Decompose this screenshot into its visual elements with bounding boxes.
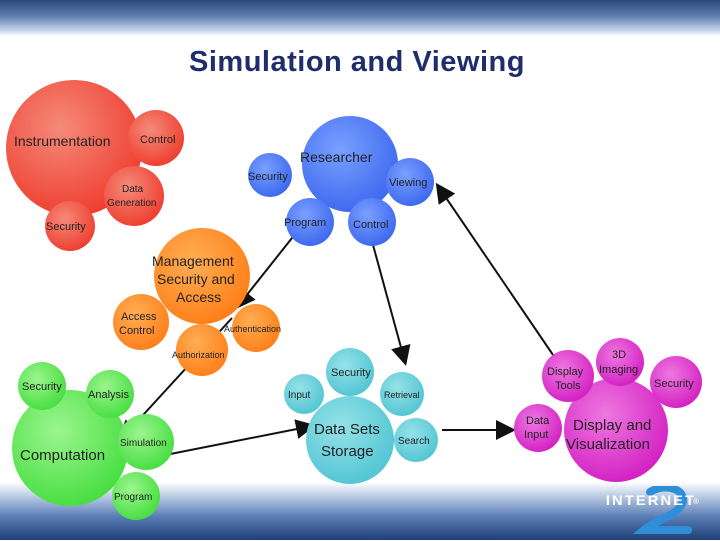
management-label-2: Security and: [157, 271, 235, 287]
instr-data-generation-label-1: Data: [122, 184, 144, 195]
management-circle: [154, 228, 250, 324]
disp-data-input-label-1: Data: [526, 415, 550, 427]
instr-security-circle: [45, 201, 95, 251]
internet2-mark-icon: [632, 483, 692, 534]
mgmt-access-control-label-1: Access: [121, 311, 157, 323]
mgmt-authentication-label: Authentication: [224, 324, 281, 334]
researcher-circle: [302, 116, 398, 212]
disp-security-label: Security: [654, 378, 694, 390]
display-label-1: Display and: [573, 417, 651, 434]
data-sets-label-1: Data Sets: [314, 421, 380, 438]
res-program-circle: [286, 198, 334, 246]
disp-data-input-label-2: Input: [524, 429, 548, 441]
management-label-1: Management: [152, 253, 234, 269]
ds-security-label: Security: [331, 367, 371, 379]
res-security-circle: [248, 153, 292, 197]
disp-3d-label-1: 3D: [612, 349, 626, 361]
data-sets-label-2: Storage: [321, 443, 374, 460]
internet2-logo: [604, 483, 708, 536]
comp-program-circle: [112, 472, 160, 520]
display-circle: [564, 378, 668, 482]
data-sets-circle: [306, 396, 394, 484]
ds-security-circle: [326, 348, 374, 396]
ds-retrieval-circle: [380, 372, 424, 416]
comp-analysis-label: Analysis: [88, 389, 129, 401]
ds-retrieval-label: Retrieval: [384, 390, 420, 400]
res-program-label: Program: [284, 217, 326, 229]
res-control-label: Control: [353, 219, 388, 231]
comp-program-label: Program: [114, 492, 152, 503]
researcher-cluster: Researcher Security Viewing Program Cont…: [248, 116, 434, 246]
res-security-label: Security: [248, 171, 288, 183]
top-header-band: [0, 0, 720, 36]
disp-3d-label-2: Imaging: [599, 364, 638, 376]
disp-tools-circle: [542, 350, 594, 402]
ds-input-circle: [284, 374, 324, 414]
instr-control-circle: [128, 110, 184, 166]
mgmt-authorization-label: Authorization: [172, 350, 225, 360]
ds-input-label: Input: [288, 390, 310, 401]
comp-analysis-circle: [86, 370, 134, 418]
display-cluster: Display and Visualization Display Tools …: [514, 338, 702, 482]
res-viewing-label: Viewing: [389, 177, 427, 189]
computation-circle: [12, 390, 128, 506]
instr-control-label: Control: [140, 134, 175, 146]
display-label-2: Visualization: [566, 436, 650, 453]
disp-security-circle: [650, 356, 702, 408]
instr-security-label: Security: [46, 221, 86, 233]
ds-search-circle: [394, 418, 438, 462]
instr-data-generation-circle: [104, 166, 164, 226]
computation-label: Computation: [20, 447, 105, 464]
disp-data-input-circle: [514, 404, 562, 452]
instrumentation-label: Instrumentation: [14, 133, 111, 149]
comp-simulation-circle: [118, 414, 174, 470]
comp-security-label: Security: [22, 381, 62, 393]
mgmt-access-control-circle: [113, 294, 169, 350]
mgmt-authorization-circle: [176, 324, 228, 376]
res-control-circle: [348, 198, 396, 246]
management-cluster: Management Security and Access Access Co…: [113, 228, 281, 376]
instr-data-generation-label-2: Generation: [107, 198, 156, 209]
res-viewing-circle: [386, 158, 434, 206]
mgmt-authentication-circle: [232, 304, 280, 352]
disp-3d-circle: [596, 338, 644, 386]
internet2-logo-text: INTERNET: [605, 492, 697, 508]
management-label-3: Access: [176, 289, 221, 305]
ds-search-label: Search: [398, 436, 430, 447]
comp-simulation-label: Simulation: [120, 438, 167, 449]
data-sets-cluster: Data Sets Storage Security Input Retriev…: [284, 348, 438, 484]
arrow-display-researcher: [435, 182, 567, 375]
internet2-logo-registered: ®: [693, 497, 699, 506]
mgmt-access-control-label-2: Control: [119, 325, 154, 337]
computation-cluster: Computation Security Analysis Simulation…: [12, 362, 174, 520]
researcher-label: Researcher: [300, 149, 373, 165]
instrumentation-cluster: Instrumentation Control Data Generation …: [6, 80, 184, 251]
comp-security-circle: [18, 362, 66, 410]
page-title: Simulation and Viewing: [189, 46, 525, 78]
disp-tools-label-1: Display: [547, 366, 584, 378]
disp-tools-label-2: Tools: [555, 380, 581, 392]
